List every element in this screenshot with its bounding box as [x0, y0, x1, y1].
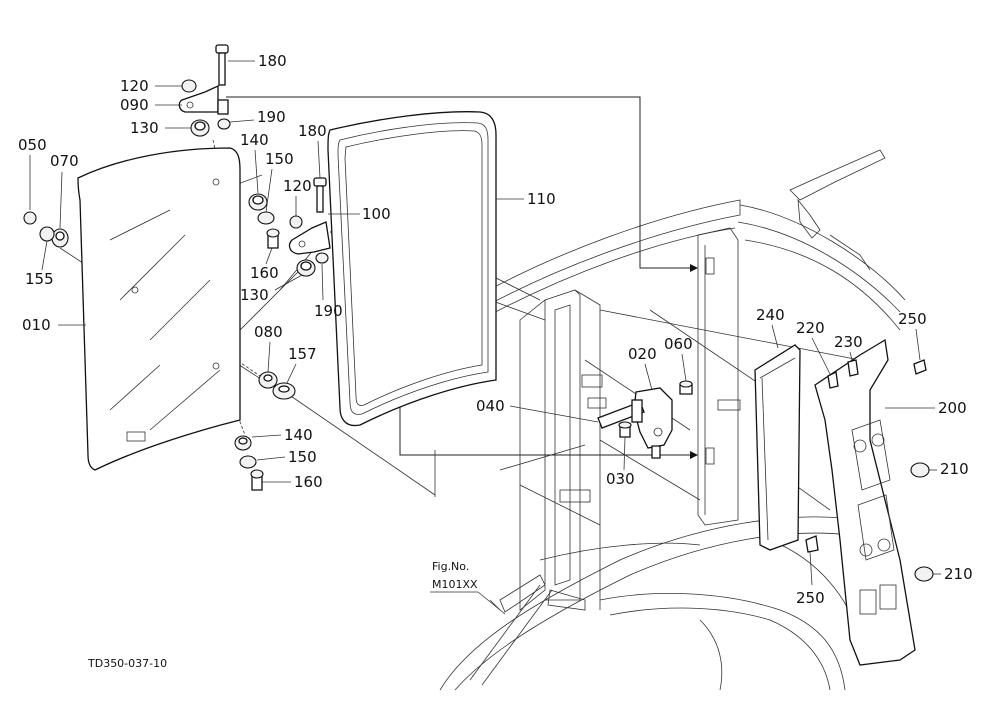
callout-240: 240 [756, 306, 785, 324]
callout-155: 155 [25, 270, 54, 288]
callout-160-upper: 160 [250, 264, 279, 282]
callout-020: 020 [628, 345, 657, 363]
callout-250-upper: 250 [898, 310, 927, 328]
callout-110: 110 [527, 190, 556, 208]
door-frame-seal [327, 111, 497, 427]
callout-230: 230 [834, 333, 863, 351]
door-latch [597, 380, 693, 459]
callout-090: 090 [120, 96, 149, 114]
fig-ref-number: M101XX [432, 578, 478, 591]
callout-160-lower: 160 [294, 473, 323, 491]
callout-190-upper: 190 [257, 108, 286, 126]
callout-150-upper: 150 [265, 150, 294, 168]
callout-157: 157 [288, 345, 317, 363]
callout-140-upper: 140 [240, 131, 269, 149]
callout-120-lower: 120 [283, 177, 312, 195]
callout-120-upper: 120 [120, 77, 149, 95]
callout-130-upper: 130 [130, 119, 159, 137]
door-glass-panel [77, 147, 241, 471]
hinge-hardware [23, 44, 331, 491]
callout-180-lower: 180 [298, 122, 327, 140]
callout-210-upper: 210 [940, 460, 969, 478]
callout-070: 070 [50, 152, 79, 170]
pillar-trim-inner [754, 344, 801, 551]
callout-130-lower: 130 [240, 286, 269, 304]
callout-190-lower: 190 [314, 302, 343, 320]
callout-030: 030 [606, 470, 635, 488]
callout-180-upper: 180 [258, 52, 287, 70]
callout-220: 220 [796, 319, 825, 337]
callout-250-lower: 250 [796, 589, 825, 607]
callout-060: 060 [664, 335, 693, 353]
callout-210-lower: 210 [944, 565, 973, 583]
callout-050: 050 [18, 136, 47, 154]
pillar-trim-cover [805, 338, 934, 666]
drawing-code: TD350-037-10 [87, 657, 167, 670]
callout-010: 010 [22, 316, 51, 334]
callout-080: 080 [254, 323, 283, 341]
callout-150-lower: 150 [288, 448, 317, 466]
callout-100: 100 [362, 205, 391, 223]
cab-frame [439, 149, 906, 691]
callout-040: 040 [476, 397, 505, 415]
callout-labels: 180 120 090 130 190 050 070 140 150 180 … [18, 52, 973, 670]
callout-200: 200 [938, 399, 967, 417]
callout-140-lower: 140 [284, 426, 313, 444]
fig-ref-label: Fig.No. [432, 560, 469, 573]
